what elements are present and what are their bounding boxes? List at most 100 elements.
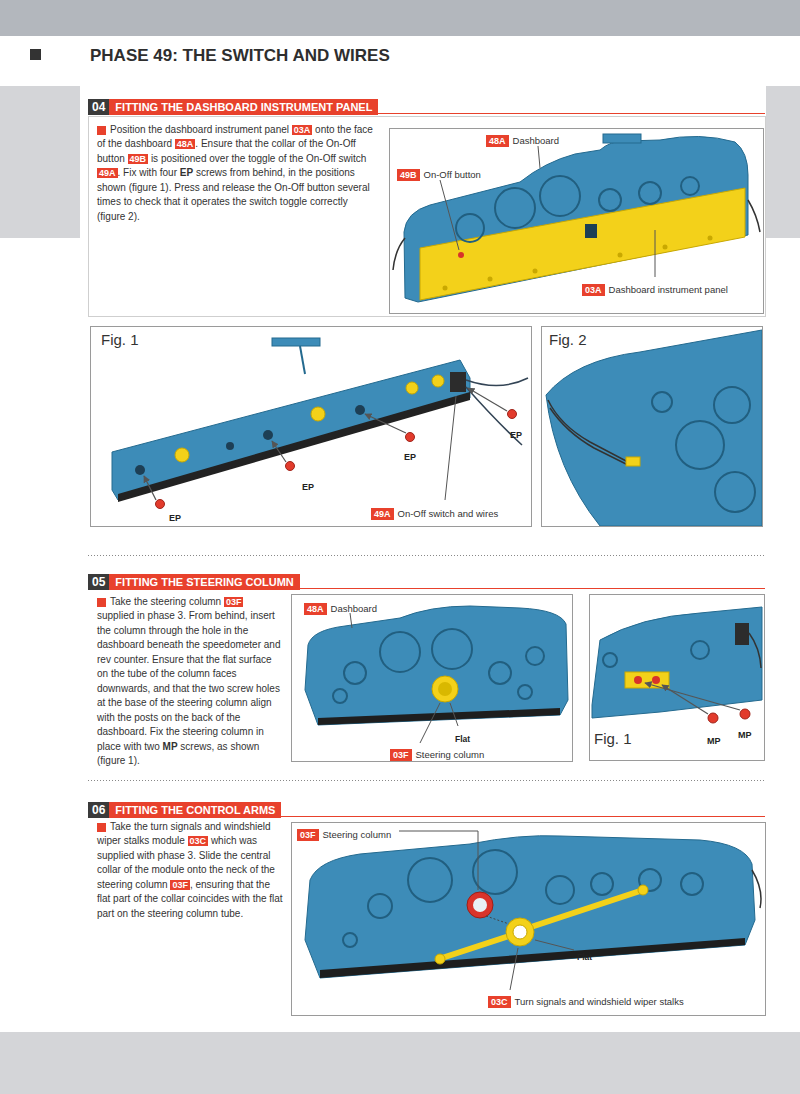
dashboard-illustration-part-part xyxy=(599,189,621,211)
switch-closeup-illustration-part xyxy=(626,457,640,466)
dashboard-rear-illustration-part-part xyxy=(406,433,415,442)
callout-number: 03A xyxy=(582,284,605,296)
control-arms-illustration-part-part xyxy=(546,876,574,904)
dotted-separator xyxy=(88,556,765,781)
dashboard-rear-illustration xyxy=(112,338,528,509)
control-arms-illustration-part-part xyxy=(368,894,392,918)
bullet-square-part xyxy=(97,598,106,607)
dashboard-rear-illustration-part-part xyxy=(144,476,156,500)
dashboard-rear-illustration-part-part xyxy=(272,441,286,462)
steering-column-illustration-part-part xyxy=(526,647,544,665)
steering-column-illustration-part-part xyxy=(432,629,472,669)
steering-column-illustration-part xyxy=(432,676,458,702)
text-run: . Fix with four xyxy=(118,167,180,178)
dashboard-rear-illustration-part-part xyxy=(135,465,145,475)
dashboard-illustration-part xyxy=(420,188,745,300)
steering-column-illustration-part xyxy=(350,613,458,743)
screw-code: EP xyxy=(180,167,193,178)
column-mount-illustration-part xyxy=(735,623,749,645)
label-anchor: EP xyxy=(169,507,181,525)
control-arms-illustration-part-part xyxy=(399,831,478,890)
dashboard-illustration xyxy=(393,134,760,302)
label-anchor: Flat xyxy=(455,728,470,746)
column-mount-illustration-part-part xyxy=(645,683,740,710)
step-title: FITTING THE DASHBOARD INSTRUMENT PANEL xyxy=(109,99,378,115)
dashboard-illustration-part-part xyxy=(708,236,713,241)
step-title: FITTING THE CONTROL ARMS xyxy=(109,802,281,818)
callout-number: 03C xyxy=(488,996,511,1008)
part-callout: 48ADashboard xyxy=(304,599,377,617)
dashboard-rear-illustration-part-part xyxy=(286,462,295,471)
switch-closeup-illustration-part xyxy=(546,330,762,526)
switch-closeup-illustration-part-part xyxy=(676,421,724,469)
dashboard-illustration-part-part xyxy=(488,277,493,282)
part-name: On-Off switch and wires xyxy=(398,508,499,519)
part-code: 03C xyxy=(188,836,209,846)
dashboard-illustration-part-part xyxy=(538,146,540,168)
part-label: Flat xyxy=(577,952,592,962)
switch-closeup-illustration xyxy=(546,330,762,526)
dashboard-illustration-part xyxy=(393,238,405,270)
part-code: 48A xyxy=(175,139,196,149)
label-anchor: EP xyxy=(302,476,314,494)
control-arms-illustration-part-part xyxy=(681,873,703,895)
step-instructions: Take the turn signals and windshield wip… xyxy=(97,820,283,922)
figure-label: Fig. 1 xyxy=(101,331,139,348)
part-code: 49B xyxy=(128,154,149,164)
steering-column-illustration-part-part xyxy=(518,685,532,699)
steering-column-illustration-part-part xyxy=(420,703,440,743)
panel-frame xyxy=(89,117,766,1016)
column-mount-illustration-part xyxy=(708,709,750,723)
step-number: 04 xyxy=(88,99,109,115)
text-run: is positioned over the toggle of the On-… xyxy=(148,153,366,164)
steering-column-illustration-part-part xyxy=(380,632,420,672)
part-callout: 49AOn-Off switch and wires xyxy=(371,504,498,522)
step-title: FITTING THE STEERING COLUMN xyxy=(109,574,299,590)
steering-column-illustration-part-part xyxy=(344,662,366,684)
part-code: 03A xyxy=(292,125,313,135)
steering-column-illustration xyxy=(305,606,568,743)
title-anchor: PHASE 49: THE SWITCH AND WIRES xyxy=(90,46,390,66)
panel-frame-part xyxy=(390,129,764,314)
column-mount-illustration-part xyxy=(634,676,642,684)
switch-closeup-illustration-part-part xyxy=(714,387,750,423)
part-code: 49A xyxy=(97,168,118,178)
control-arms-illustration-part-part xyxy=(442,937,506,958)
dashboard-rear-illustration-part xyxy=(450,372,466,392)
dashboard-rear-illustration-part xyxy=(118,392,470,502)
column-mount-illustration-part xyxy=(603,641,709,667)
dashboard-rear-illustration-part xyxy=(466,387,522,445)
column-mount-illustration-part-part xyxy=(691,641,709,659)
control-arms-illustration-part xyxy=(442,891,640,958)
part-name: Dashboard xyxy=(513,135,559,146)
step-header: 06FITTING THE CONTROL ARMS xyxy=(88,800,765,817)
column-mount-illustration-part xyxy=(749,633,761,668)
dashboard-illustration-part xyxy=(748,200,760,232)
step-header: 04FITTING THE DASHBOARD INSTRUMENT PANEL xyxy=(88,97,765,114)
control-arms-illustration-part xyxy=(320,938,745,978)
part-code: 03F xyxy=(224,597,244,607)
dashboard-illustration-part-part xyxy=(440,180,459,250)
dashboard-rear-illustration-part xyxy=(135,405,365,475)
control-arms-illustration-part xyxy=(513,925,527,939)
callout-number: 49B xyxy=(397,169,420,181)
panel-frame-part xyxy=(292,823,766,1016)
callout-number: 03F xyxy=(390,749,412,761)
step-section: 04FITTING THE DASHBOARD INSTRUMENT PANEL… xyxy=(88,97,765,532)
panel-frame-part xyxy=(292,595,573,762)
dashboard-rear-illustration-part-part xyxy=(508,410,517,419)
step-section: 06FITTING THE CONTROL ARMS Take the turn … xyxy=(88,800,765,1025)
part-name: Turn signals and windshield wiper stalks xyxy=(515,996,684,1007)
switch-closeup-illustration-part xyxy=(548,400,628,462)
part-callout: 48ADashboard xyxy=(486,131,559,149)
dashboard-illustration-part-part xyxy=(663,245,668,250)
dashboard-illustration-part xyxy=(443,236,713,291)
part-name: Steering column xyxy=(416,749,485,760)
part-label: Flat xyxy=(455,734,470,744)
dashboard-rear-illustration-part-part xyxy=(432,375,444,387)
dashboard-rear-illustration-part-part xyxy=(175,448,189,462)
label-anchor: MP xyxy=(738,724,752,742)
